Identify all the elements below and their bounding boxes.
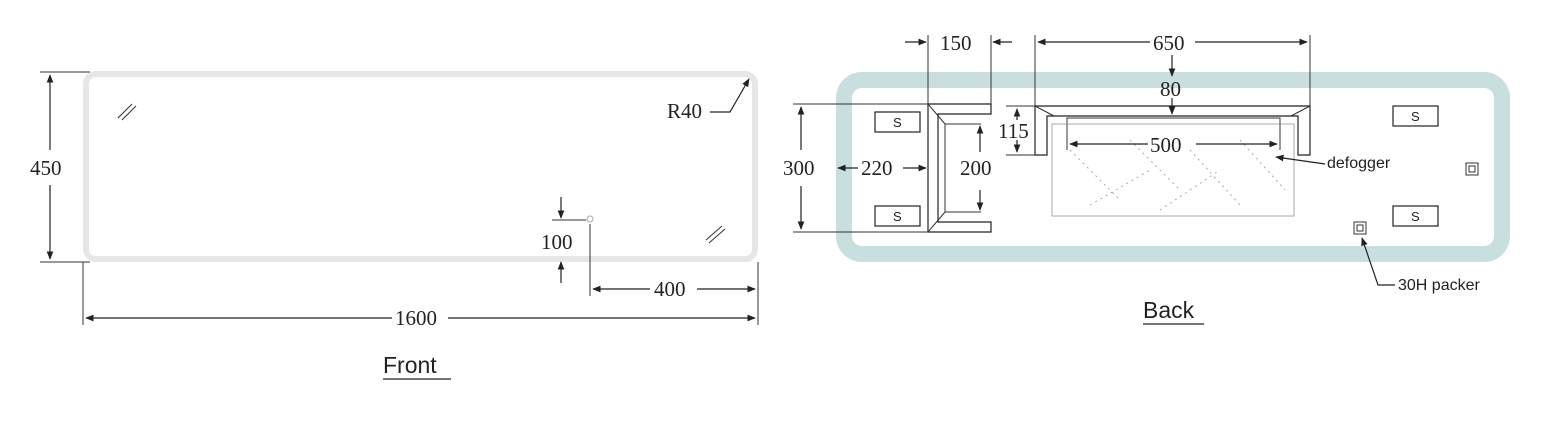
switch-symbol: S xyxy=(893,209,902,224)
back-dim-150-label: 150 xyxy=(940,31,972,55)
front-sensor-offset-label: 400 xyxy=(654,277,686,301)
front-radius-callout: R40 xyxy=(667,78,750,123)
back-dim-220-label: 220 xyxy=(861,156,893,180)
front-mirror-outline xyxy=(83,71,758,262)
switch-box-bottom-right: S xyxy=(1392,205,1439,227)
switch-box-bottom-left: S xyxy=(874,205,921,227)
packer-icon-right xyxy=(1465,162,1479,176)
front-height-dimension: 450 xyxy=(30,71,90,263)
switch-symbol: S xyxy=(1411,109,1420,124)
front-view: 450 1600 R40 100 400 xyxy=(30,71,759,380)
back-dimension-220: 220 xyxy=(837,156,927,180)
back-dim-500-label: 500 xyxy=(1150,133,1182,157)
defogger-callout: defogger xyxy=(1275,154,1391,172)
back-dim-80-label: 80 xyxy=(1160,77,1181,101)
front-radius-label: R40 xyxy=(667,99,702,123)
sensor-icon xyxy=(586,215,594,223)
defogger-pattern xyxy=(1069,139,1286,211)
packer-callout: 30H packer xyxy=(1361,237,1480,294)
front-sensor-height-dimension: 100 xyxy=(541,197,586,283)
front-width-label: 1600 xyxy=(395,306,437,330)
defogger-label: defogger xyxy=(1327,155,1391,172)
front-sensor-offset-dimension: 400 xyxy=(589,224,756,301)
front-width-dimension: 1600 xyxy=(82,262,759,330)
back-dim-200-label: 200 xyxy=(960,156,992,180)
defogger-pad xyxy=(1051,123,1295,217)
back-view: S S S S 150 xyxy=(783,31,1510,325)
front-caption: Front xyxy=(383,352,437,378)
back-dim-115-label: 115 xyxy=(998,119,1029,143)
back-dimension-650: 650 xyxy=(1034,31,1311,106)
packer-label: 30H packer xyxy=(1398,277,1480,294)
back-dimension-300: 300 xyxy=(783,103,928,233)
front-sensor-height-label: 100 xyxy=(541,230,573,254)
glass-reflection-marks xyxy=(117,103,726,244)
switch-box-top-left: S xyxy=(874,111,921,133)
left-bracket xyxy=(927,103,992,233)
back-dim-300-label: 300 xyxy=(783,156,815,180)
switch-box-top-right: S xyxy=(1392,105,1439,127)
top-bracket xyxy=(1034,105,1311,156)
back-caption: Back xyxy=(1143,297,1195,323)
back-dimension-115: 115 xyxy=(998,105,1035,156)
back-dimension-80: 80 xyxy=(1160,55,1181,115)
front-height-label: 450 xyxy=(30,156,62,180)
back-dim-650-label: 650 xyxy=(1153,31,1185,55)
back-dimension-500: 500 xyxy=(1066,124,1281,157)
back-dimension-200: 200 xyxy=(960,125,992,211)
switch-symbol: S xyxy=(1411,209,1420,224)
switch-symbol: S xyxy=(893,115,902,130)
packer-icon-bottom xyxy=(1353,221,1367,235)
back-dimension-150: 150 xyxy=(905,31,1012,104)
